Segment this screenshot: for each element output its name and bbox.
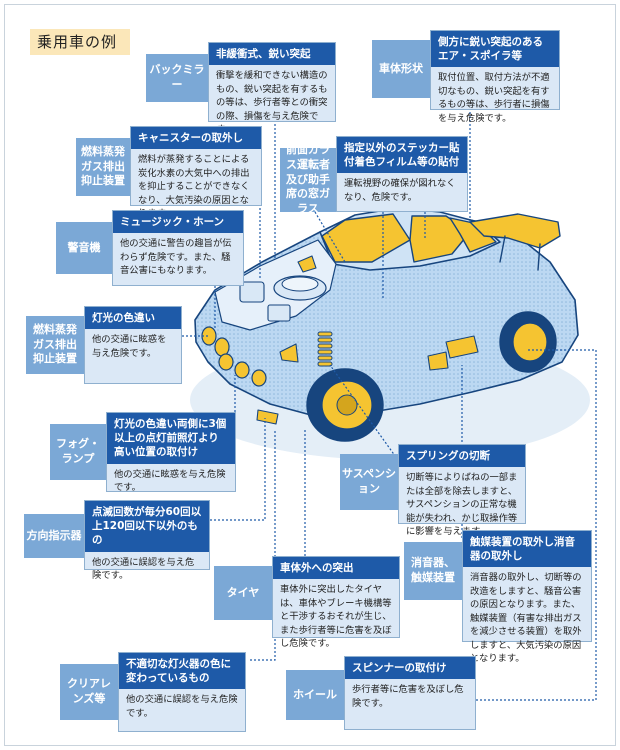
card-body: 車体外に突出したタイヤは、車体やブレーキ機構等と干渉するおそれが生じ、また歩行者…	[280, 584, 392, 650]
card-turn-signal: 点滅回数が毎分60回以上120回以下以外のもの 他の交通に誤認を与え危険です。	[84, 500, 210, 581]
card-heading: スピンナーの取付け	[345, 657, 475, 680]
suspension-spring	[317, 331, 333, 367]
card-canister: キャニスターの取外し 燃料が蒸発することによる炭化水素の大気中への排出を抑止する…	[130, 126, 262, 219]
card-body-shape: 側方に鋭い突起のあるエア・スポイラ等 取付位置、取付方法が不適切なもの、鋭い突起…	[430, 30, 560, 124]
card-clear-lens: 不適切な灯火器の色に変わっているもの 他の交通に誤認を与え危険です。	[118, 652, 246, 732]
card-tire: 車体外への突出 車体外に突出したタイヤは、車体やブレーキ機構等と干渉するおそれが…	[272, 556, 400, 649]
category-fog-lamp: フォグ・ランプ	[50, 424, 106, 480]
card-body: 他の交通に誤認を与え危険です。	[92, 556, 195, 581]
card-heading: 灯光の色違い両側に3個以上の点灯前照灯より高い位置の取付け	[107, 413, 235, 464]
card-body: 歩行者等に危害を及ぼし危険です。	[352, 684, 464, 709]
leader-clearlens	[250, 430, 276, 661]
card-heading: 指定以外のステッカー貼付着色フィルム等の貼付	[337, 137, 467, 174]
card-heading: スプリングの切断	[399, 445, 525, 468]
card-heading: 不適切な灯火器の色に変わっているもの	[119, 653, 245, 690]
category-light-color: 燃料蒸発ガス排出抑止装置	[26, 316, 84, 374]
leader-glass1	[314, 211, 346, 263]
turn-signal	[256, 409, 279, 425]
card-body: 切断等によりばねの一部または全部を除去しますと、サスペンションの正常な機能が失わ…	[406, 472, 518, 538]
card-glass: 指定以外のステッカー貼付着色フィルム等の貼付 運転視野の確保が図れなくなり、危険…	[336, 136, 468, 212]
card-heading: 非緩衝式、鋭い突起	[209, 43, 335, 66]
category-turn-signal: 方向指示器	[24, 514, 84, 558]
side-window-front	[409, 215, 471, 263]
card-body: 他の交通に誤認を与え危険です。	[126, 694, 238, 719]
card-heading: 灯光の色違い	[85, 307, 181, 330]
leader-lines	[182, 108, 597, 701]
category-muffler: 消音器、触媒装置	[404, 542, 462, 600]
card-heading: 触媒装置の取外し消音器の取外し	[463, 531, 591, 568]
headlights	[201, 326, 267, 387]
category-canister: 燃料蒸発ガス排出抑止装置	[76, 138, 130, 196]
card-body: 他の交通に眩惑を与え危険です。	[92, 334, 167, 359]
card-suspension: スプリングの切断 切断等によりばねの一部または全部を除去しますと、サスペンション…	[398, 444, 526, 537]
card-heading: ミュージック・ホーン	[113, 211, 243, 234]
card-heading: キャニスターの取外し	[131, 127, 261, 150]
category-back-mirror: バックミラー	[146, 54, 208, 102]
page-title: 乗用車の例	[30, 29, 130, 55]
card-heading: 側方に鋭い突起のあるエア・スポイラ等	[431, 31, 559, 68]
card-horn: ミュージック・ホーン 他の交通に警告の趣旨が伝わらず危険です。また、騒音公害にも…	[112, 210, 244, 286]
card-muffler: 触媒装置の取外し消音器の取外し 消音器の取外し、切断等の改造をしますと、騒音公害…	[462, 530, 592, 664]
card-heading: 点滅回数が毎分60回以上120回以下以外のもの	[85, 501, 209, 552]
rear-spoiler	[469, 213, 561, 249]
card-light-color: 灯光の色違い 他の交通に眩惑を与え危険です。	[84, 306, 182, 384]
catalytic-converter	[427, 351, 449, 371]
category-wheel: ホイール	[286, 670, 344, 720]
card-fog-lamp: 灯光の色違い両側に3個以上の点灯前照灯より高い位置の取付け 他の交通に眩惑を与え…	[106, 412, 236, 493]
side-mirror	[297, 255, 317, 273]
muffler	[445, 335, 479, 359]
leader-wheel	[476, 349, 597, 701]
leader-susp	[329, 364, 399, 461]
category-glass: 前面ガラス運転者及び助手席の窓ガラス	[280, 143, 336, 215]
front-wheel	[306, 368, 384, 442]
rear-wheel	[499, 311, 557, 373]
card-body: 他の交通に眩惑を与え危険です。	[114, 468, 226, 493]
horn	[279, 343, 299, 363]
category-horn: 警音機	[56, 222, 112, 274]
card-body: 取付位置、取付方法が不適切なもの、鋭い突起を有するもの等は、歩行者に損傷を与え危…	[438, 72, 550, 124]
category-clear-lens: クリアレンズ等	[60, 664, 118, 720]
card-heading: 車体外への突出	[273, 557, 399, 580]
card-body: 消音器の取外し、切断等の改造をしますと、騒音公害の原因となります。また、触媒装置…	[470, 572, 582, 665]
card-wheel: スピンナーの取付け 歩行者等に危害を及ぼし危険です。	[344, 656, 476, 730]
car-illustration	[190, 207, 590, 460]
card-body: 運転視野の確保が図れなくなり、危険です。	[344, 178, 456, 203]
category-body-shape: 車体形状	[372, 40, 430, 98]
card-body: 他の交通に警告の趣旨が伝わらず危険です。また、騒音公害にもなります。	[120, 238, 232, 277]
category-tire: タイヤ	[214, 566, 272, 620]
category-suspension: サスペンション	[340, 454, 398, 510]
card-back-mirror: 非緩衝式、鋭い突起 衝撃を緩和できない構造のもの、鋭い突起を有するもの等は、歩行…	[208, 42, 336, 135]
